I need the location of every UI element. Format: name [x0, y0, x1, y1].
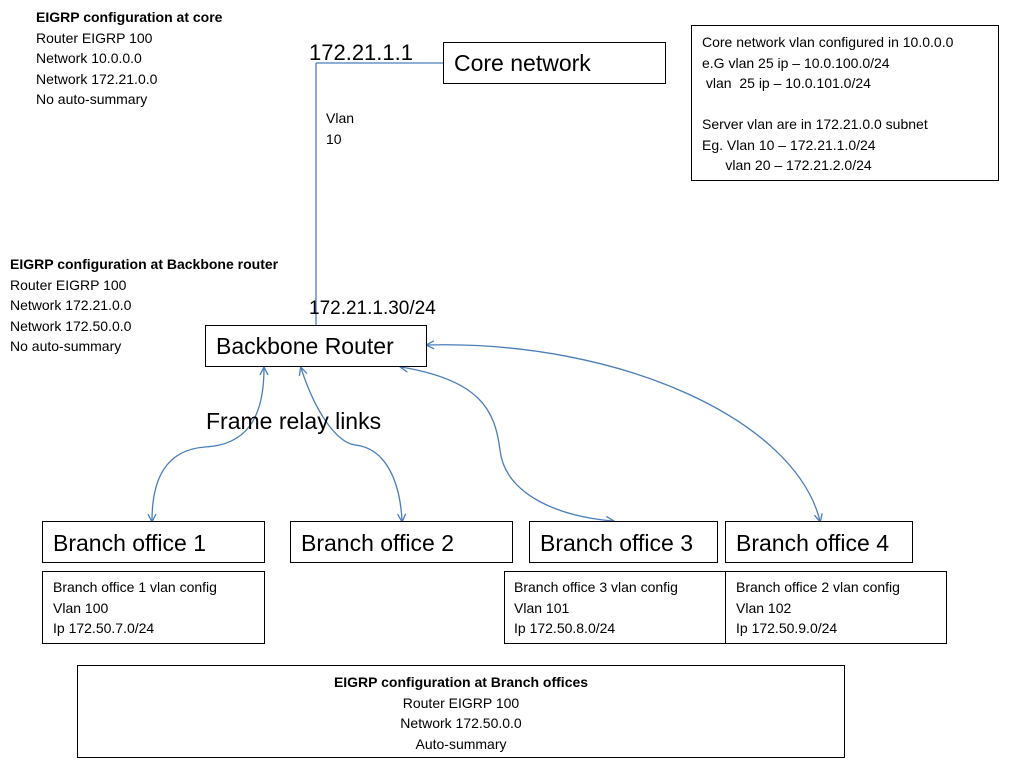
- branch-eigrp-line: Router EIGRP 100: [402, 694, 520, 711]
- branch-eigrp-title: EIGRP configuration at Branch offices: [333, 674, 589, 690]
- vlan-note-line: vlan 25 ip – 10.0.101.0/24: [702, 75, 871, 91]
- branch-vlan-config-line: Branch office 1 vlan config: [53, 579, 217, 595]
- branch-office-1-node[interactable]: Branch office 1: [42, 521, 265, 563]
- vlan-notes-box: Core network vlan configured in 10.0.0.0…: [691, 25, 999, 181]
- vlan-note-line: Core network vlan configured in 10.0.0.0: [702, 34, 954, 50]
- core-network-label: Core network: [454, 50, 591, 76]
- branch-vlan-config-line: Vlan 102: [736, 599, 792, 616]
- backbone-router-node[interactable]: Backbone Router: [205, 325, 427, 367]
- frame-relay-link-branch-3: [401, 367, 613, 521]
- branch-eigrp-config: EIGRP configuration at Branch offices Ro…: [77, 665, 845, 758]
- vlan-note-line: vlan 20 – 172.21.2.0/24: [702, 157, 872, 173]
- backbone-eigrp-title: EIGRP configuration at Backbone router: [10, 256, 279, 272]
- vlan-label-number: 10: [326, 130, 342, 147]
- vlan-note-line: e.G vlan 25 ip – 10.0.100.0/24: [702, 54, 890, 71]
- branch-vlan-config-line: Ip 172.50.7.0/24: [53, 620, 155, 636]
- vlan-note-line: Server vlan are in 172.21.0.0 subnet: [702, 116, 928, 132]
- core-eigrp-line: No auto-summary: [36, 91, 148, 107]
- vlan-note-line: Eg. Vlan 10 – 172.21.1.0/24: [702, 136, 876, 153]
- branch-vlan-config-line: Vlan 100: [53, 599, 109, 616]
- core-eigrp-line: Network 172.21.0.0: [36, 70, 158, 87]
- backbone-eigrp-line: No auto-summary: [10, 338, 122, 354]
- branch-office-3-node[interactable]: Branch office 3: [529, 521, 718, 563]
- vlan-link-line: [315, 62, 443, 325]
- branch-office-label: Branch office 2: [301, 530, 455, 556]
- frame-relay-link-branch-1: [152, 368, 264, 521]
- branch-vlan-config-line: Branch office 2 vlan config: [736, 579, 900, 595]
- core-network-node[interactable]: Core network: [443, 42, 666, 84]
- branch-eigrp-line: Network 172.50.0.0: [400, 715, 522, 731]
- backbone-ip-label: 172.21.1.30/24: [309, 298, 436, 319]
- branch-office-label: Branch office 1: [53, 530, 207, 556]
- branch-3-vlan-config: Branch office 3 vlan config Vlan 101 Ip …: [504, 571, 726, 644]
- branch-4-vlan-config: Branch office 2 vlan config Vlan 102 Ip …: [725, 571, 947, 644]
- backbone-eigrp-config: EIGRP configuration at Backbone router R…: [10, 254, 278, 357]
- backbone-eigrp-line: Network 172.50.0.0: [10, 317, 132, 334]
- core-eigrp-line: Router EIGRP 100: [36, 29, 153, 46]
- core-ip-label: 172.21.1.1: [309, 40, 413, 65]
- branch-vlan-config-line: Vlan 101: [514, 599, 570, 616]
- vlan-label-text: Vlan: [326, 110, 355, 126]
- branch-office-2-node[interactable]: Branch office 2: [290, 521, 513, 563]
- branch-vlan-config-line: Ip 172.50.8.0/24: [514, 620, 616, 636]
- frame-relay-label: Frame relay links: [206, 408, 382, 434]
- branch-vlan-config-line: Branch office 3 vlan config: [514, 579, 678, 595]
- backbone-eigrp-line: Network 172.21.0.0: [10, 297, 132, 313]
- vlan-note-line: [702, 94, 953, 115]
- frame-relay-link-branch-4: [427, 345, 820, 521]
- core-eigrp-title: EIGRP configuration at core: [36, 9, 223, 25]
- frame-relay-link-branch-2: [301, 368, 402, 521]
- backbone-router-label: Backbone Router: [216, 333, 394, 359]
- core-eigrp-config: EIGRP configuration at core Router EIGRP…: [36, 7, 222, 110]
- branch-vlan-config-line: Ip 172.50.9.0/24: [736, 620, 838, 636]
- branch-office-4-node[interactable]: Branch office 4: [725, 521, 913, 563]
- vlan-label: Vlan 10: [326, 108, 354, 149]
- branch-eigrp-line: Auto-summary: [415, 735, 507, 752]
- branch-1-vlan-config: Branch office 1 vlan config Vlan 100 Ip …: [42, 571, 265, 644]
- branch-office-label: Branch office 3: [540, 530, 694, 556]
- backbone-eigrp-line: Router EIGRP 100: [10, 276, 127, 293]
- core-eigrp-line: Network 10.0.0.0: [36, 50, 142, 66]
- branch-office-label: Branch office 4: [736, 530, 890, 556]
